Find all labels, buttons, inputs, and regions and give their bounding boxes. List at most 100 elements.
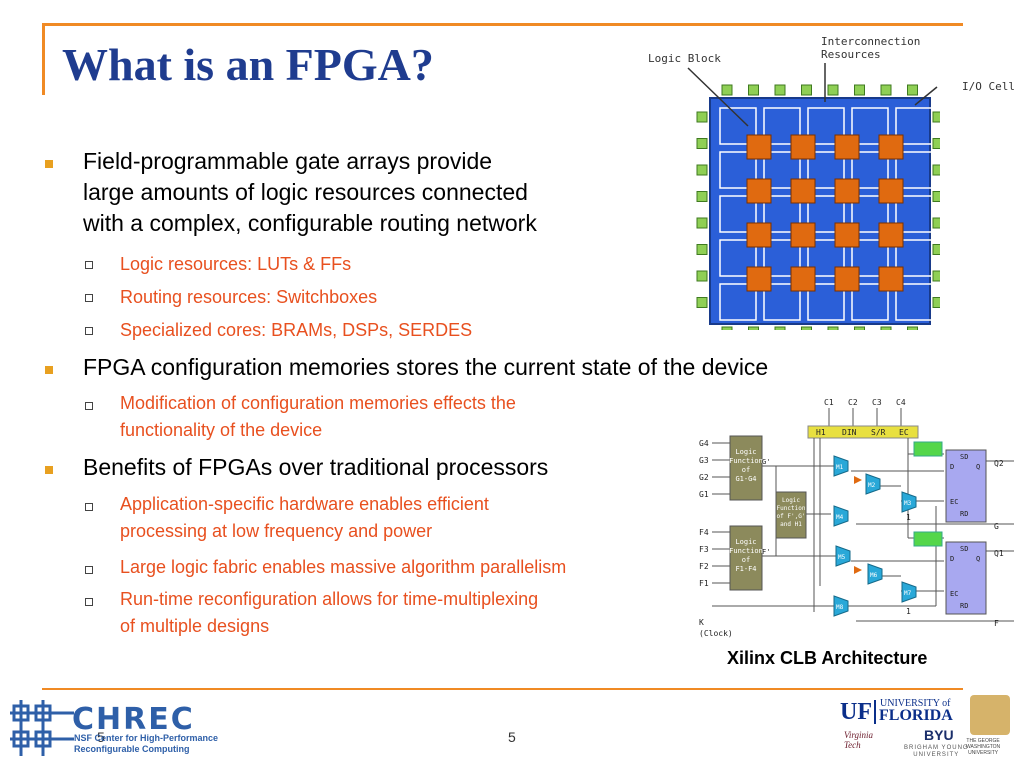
output-g: G bbox=[994, 522, 999, 531]
io-cell bbox=[907, 84, 918, 96]
uf-divider bbox=[874, 700, 876, 724]
io-cell bbox=[932, 297, 940, 308]
routing-channel bbox=[763, 107, 801, 145]
ff-bottom-ec: EC bbox=[950, 590, 958, 598]
io-cell bbox=[827, 326, 839, 330]
sub-bullet-1-2: Routing resources: Switchboxes bbox=[120, 287, 378, 307]
uf-logo: UF bbox=[840, 699, 872, 725]
logic-block bbox=[834, 134, 860, 160]
gwu-logo-text: THE GEORGE WASHINGTON UNIVERSITY bbox=[966, 738, 1001, 756]
ff-bottom-sd: SD bbox=[960, 545, 968, 553]
chrec-logo-mark bbox=[10, 700, 74, 756]
routing-channel bbox=[719, 151, 757, 189]
slide-title: What is an FPGA? bbox=[62, 39, 434, 90]
clb-input-g2: G2 bbox=[699, 473, 709, 482]
sub-bullet-marker bbox=[85, 598, 93, 606]
routing-channel bbox=[719, 107, 757, 145]
bus-sr: S/R bbox=[871, 428, 886, 437]
page-number: 5 bbox=[508, 729, 516, 745]
clb-input-f3: F3 bbox=[699, 545, 709, 554]
routing-channel bbox=[895, 107, 933, 145]
logic-block bbox=[878, 178, 904, 204]
clb-control-bus bbox=[807, 425, 919, 439]
logic-block bbox=[746, 266, 772, 292]
bus-ec: EC bbox=[899, 428, 909, 437]
routing-channel bbox=[851, 151, 889, 189]
ff-top-q: Q bbox=[976, 463, 980, 471]
clb-input-g4: G4 bbox=[699, 439, 709, 448]
logic-block bbox=[878, 222, 904, 248]
clb-input-f2: F2 bbox=[699, 562, 709, 571]
clb-input-c3: C3 bbox=[872, 398, 882, 407]
const-one-bottom: 1 bbox=[906, 607, 911, 616]
logic-block bbox=[834, 222, 860, 248]
io-cell bbox=[696, 191, 708, 202]
ff-bottom-d: D bbox=[950, 555, 954, 563]
sub-bullet-marker bbox=[85, 294, 93, 302]
config-cell-top bbox=[913, 441, 943, 457]
mux-m7 bbox=[901, 581, 917, 603]
routing-channel bbox=[719, 195, 757, 233]
sub-bullet-marker bbox=[85, 503, 93, 511]
mux-label: M6 bbox=[870, 572, 878, 579]
mux-m5 bbox=[835, 545, 851, 567]
routing-channel bbox=[851, 283, 889, 321]
chrec-logo-text: CHREC bbox=[72, 702, 195, 737]
ff-bottom-q: Q bbox=[976, 555, 980, 563]
header-side-rule bbox=[42, 23, 45, 95]
routing-channel bbox=[763, 239, 801, 277]
clb-diagram: C1 C2 C3 C4 H1 DIN S/R EC G4 G3 G2 G1 F4… bbox=[699, 398, 1014, 638]
clb-input-c4: C4 bbox=[896, 398, 906, 407]
routing-channel bbox=[719, 239, 757, 277]
logic-block bbox=[746, 178, 772, 204]
routing-channel bbox=[895, 195, 933, 233]
sub-bullet-marker bbox=[85, 261, 93, 269]
ff-top-rd: RD bbox=[960, 510, 968, 518]
routing-channel bbox=[763, 195, 801, 233]
io-cell bbox=[854, 84, 865, 96]
routing-channel bbox=[807, 283, 845, 321]
footer-rule bbox=[42, 688, 963, 690]
clb-input-f1: F1 bbox=[699, 579, 709, 588]
logic-block bbox=[746, 134, 772, 160]
io-cell bbox=[854, 326, 865, 330]
io-cell bbox=[932, 138, 940, 149]
bullet-3: Benefits of FPGAs over traditional proce… bbox=[83, 454, 549, 480]
clb-caption: Xilinx CLB Architecture bbox=[727, 648, 928, 668]
config-cell-bottom bbox=[913, 531, 943, 547]
clb-input-c1: C1 bbox=[824, 398, 834, 407]
inverter-icon bbox=[854, 476, 862, 484]
routing-channel bbox=[851, 195, 889, 233]
io-cell bbox=[696, 244, 708, 255]
io-cell bbox=[801, 84, 812, 96]
io-cell bbox=[748, 84, 759, 96]
logic-block-pointer bbox=[687, 67, 749, 127]
logic-block bbox=[790, 222, 816, 248]
routing-channel bbox=[807, 239, 845, 277]
routing-channel bbox=[895, 151, 933, 189]
bullet-marker bbox=[45, 160, 53, 168]
sub-bullet-2-1: Modification of configuration memories e… bbox=[120, 393, 516, 440]
logic-block bbox=[878, 134, 904, 160]
bus-din: DIN bbox=[842, 428, 857, 437]
ff-top-ec: EC bbox=[950, 498, 958, 506]
mux-m4 bbox=[833, 505, 849, 527]
flip-flop-bottom bbox=[945, 541, 987, 615]
routing-channel bbox=[719, 283, 757, 321]
io-cell bbox=[696, 138, 708, 149]
io-cell bbox=[880, 326, 892, 330]
mux-m8 bbox=[833, 595, 849, 617]
logic-block bbox=[790, 134, 816, 160]
byu-logo: BYU bbox=[924, 727, 954, 743]
routing-channel bbox=[807, 107, 845, 145]
header-rule bbox=[42, 23, 963, 26]
mux-m6 bbox=[867, 563, 883, 585]
logic-block bbox=[790, 178, 816, 204]
io-cell bbox=[932, 217, 940, 229]
routing-channel bbox=[807, 195, 845, 233]
clb-input-g3: G3 bbox=[699, 456, 709, 465]
clb-input-f4: F4 bbox=[699, 528, 709, 537]
